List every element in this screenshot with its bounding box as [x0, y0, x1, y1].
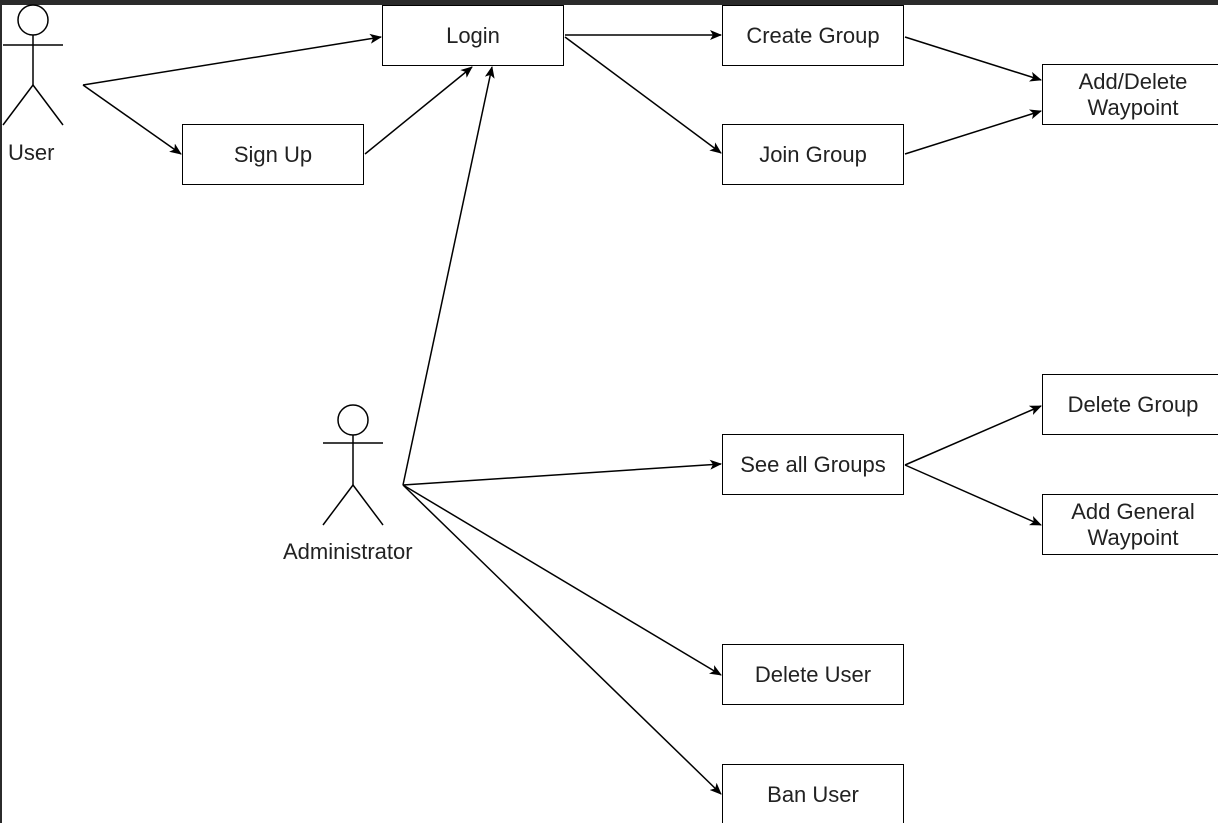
signup-label: Sign Up — [233, 141, 313, 167]
admin-actor-label: Administrator — [283, 539, 413, 564]
create-group-box: Create Group — [722, 5, 904, 66]
edge-admin-to-ban-user — [402, 484, 722, 795]
login-label: Login — [446, 22, 500, 48]
join-group-box: Join Group — [722, 124, 904, 185]
add-delete-waypoint-label-line2: Waypoint — [1087, 94, 1179, 120]
user-actor-figure — [2, 4, 64, 126]
add-delete-waypoint-box: Add/Delete Waypoint — [1042, 64, 1218, 125]
edge-login-to-join-group — [564, 36, 722, 154]
delete-group-box: Delete Group — [1042, 374, 1218, 435]
see-all-groups-label: See all Groups — [740, 451, 886, 477]
add-general-waypoint-label-line1: Add General — [1071, 498, 1195, 524]
edge-admin-to-login — [402, 66, 495, 486]
add-general-waypoint-box: Add General Waypoint — [1042, 494, 1218, 555]
join-group-label: Join Group — [759, 141, 867, 167]
delete-user-box: Delete User — [722, 644, 904, 705]
admin-actor-figure — [322, 404, 384, 526]
edge-see-all-groups-to-delete-group — [904, 405, 1042, 466]
delete-group-label: Delete Group — [1067, 391, 1199, 417]
login-box: Login — [382, 5, 564, 66]
ban-user-box: Ban User — [722, 764, 904, 823]
edge-signup-to-login — [364, 66, 473, 155]
ban-user-label: Ban User — [767, 781, 859, 807]
add-delete-waypoint-label-line1: Add/Delete — [1078, 68, 1188, 94]
edge-see-all-groups-to-add-general-waypoint — [904, 464, 1042, 526]
edge-create-group-to-waypoint — [904, 36, 1042, 82]
signup-box: Sign Up — [182, 124, 364, 185]
edge-join-group-to-waypoint — [904, 109, 1042, 155]
edge-admin-to-delete-user — [402, 484, 722, 676]
user-actor-label: User — [8, 140, 55, 165]
see-all-groups-box: See all Groups — [722, 434, 904, 495]
edge-admin-to-see-all-groups — [402, 459, 722, 486]
create-group-label: Create Group — [746, 22, 880, 48]
edge-user-to-signup — [82, 84, 182, 155]
add-general-waypoint-label-line2: Waypoint — [1087, 524, 1179, 550]
edge-user-to-login — [82, 33, 382, 86]
delete-user-label: Delete User — [754, 661, 872, 687]
